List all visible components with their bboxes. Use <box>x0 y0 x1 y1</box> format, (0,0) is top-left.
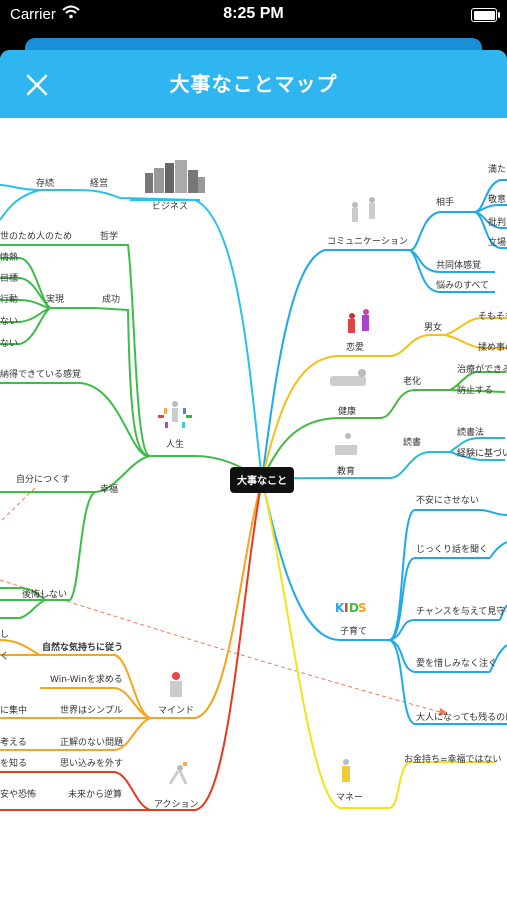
relation-links <box>0 487 441 713</box>
modal-sheet: 大事なことマップ <box>0 50 507 900</box>
arrow-head <box>439 708 448 716</box>
node-seikou[interactable]: 成功 <box>102 293 120 305</box>
node-fuan[interactable]: 安や恐怖 <box>0 788 36 800</box>
node-jitsugen[interactable]: 実現 <box>46 293 64 305</box>
node-keiei[interactable]: 経営 <box>90 177 108 189</box>
node-danjo[interactable]: 男女 <box>424 321 442 333</box>
node-sonzoku[interactable]: 存続 <box>36 177 54 189</box>
building-icon <box>145 160 205 193</box>
kids-logo-icon: K I D S <box>335 601 367 615</box>
node-nai-2[interactable]: ない <box>0 338 18 349</box>
node-koufuku[interactable]: 幸福 <box>100 483 118 495</box>
node-koudou[interactable]: 行動 <box>0 293 18 305</box>
node-labels: ビジネス 存続 経営 世のため人のため 哲学 情熱 目標 行動 ない 実現 成功… <box>0 164 507 810</box>
node-yonotame[interactable]: 世のため人のため <box>0 230 72 242</box>
node-kimegoto[interactable]: 揉め事の <box>478 341 507 353</box>
node-jikkuri[interactable]: じっくり話を聞く <box>416 543 488 555</box>
node-shizen[interactable]: 自然な気持ちに従う <box>42 641 123 653</box>
branch-business <box>0 184 263 481</box>
branch-education <box>261 437 505 481</box>
node-kangaeru[interactable]: 考える <box>0 737 27 748</box>
node-mita[interactable]: 満た <box>488 164 506 175</box>
branch-mind <box>0 479 263 751</box>
node-winwin[interactable]: Win-Winを求める <box>50 673 123 685</box>
action-figure-icon <box>168 762 188 785</box>
node-ku[interactable]: く <box>0 652 9 662</box>
branch-kids <box>261 479 507 725</box>
branch-life <box>0 244 263 619</box>
node-keiken[interactable]: 経験に基づい <box>457 447 507 459</box>
node-tachiba[interactable]: 立場 <box>488 236 506 248</box>
node-seikai[interactable]: 正解のない問題 <box>60 736 123 748</box>
people-icon <box>352 197 375 222</box>
node-kyouiku[interactable]: 教育 <box>337 465 355 477</box>
node-shiru[interactable]: を知る <box>0 757 27 769</box>
branch-health <box>261 371 506 481</box>
carrier-label: Carrier <box>10 6 56 23</box>
node-ai[interactable]: 愛を惜しみなく注ぐ <box>416 657 497 669</box>
node-renai[interactable]: 恋愛 <box>346 341 364 353</box>
center-node-label: 大事なこと <box>237 474 287 487</box>
node-fuanni[interactable]: 不安にさせない <box>416 494 479 506</box>
svg-text:S: S <box>358 601 367 615</box>
life-figure-icon <box>158 401 192 428</box>
node-kyoudou[interactable]: 共同体感覚 <box>436 259 481 271</box>
nav-bar: 大事なことマップ <box>0 50 507 118</box>
node-jibun[interactable]: 自分につくす <box>16 473 70 485</box>
battery-icon <box>471 8 500 22</box>
clock: 8:25 PM <box>223 5 284 22</box>
reading-figure-icon <box>335 433 357 455</box>
svg-text:D: D <box>349 601 359 615</box>
node-koukai[interactable]: 後悔しない <box>22 588 67 600</box>
couple-icon <box>348 309 369 333</box>
money-figure-icon <box>342 759 350 782</box>
node-jinsei[interactable]: 人生 <box>166 438 184 450</box>
node-kosodate[interactable]: 子育て <box>340 625 367 637</box>
branch-action <box>0 479 263 811</box>
close-icon <box>26 74 48 96</box>
node-chance[interactable]: チャンスを与えて見守る <box>416 605 507 617</box>
node-dokusho[interactable]: 読書 <box>403 436 421 448</box>
node-kenkou[interactable]: 健康 <box>338 405 356 417</box>
node-shi[interactable]: し <box>0 629 9 640</box>
node-otona[interactable]: 大人になっても残るのは <box>416 711 507 723</box>
branch-communication <box>261 179 507 481</box>
node-shuchu[interactable]: に集中 <box>0 704 27 716</box>
node-simple[interactable]: 世界はシンプル <box>60 704 123 716</box>
node-nattoku[interactable]: 納得できている感覚 <box>0 368 81 380</box>
node-dokushohou[interactable]: 読書法 <box>457 426 484 438</box>
node-aite[interactable]: 相手 <box>436 196 454 208</box>
branch-money <box>261 479 495 809</box>
center-node[interactable]: 大事なこと <box>230 467 294 493</box>
node-boushi[interactable]: 防止する <box>457 384 493 396</box>
close-button[interactable] <box>22 70 52 100</box>
branch-love <box>261 317 507 481</box>
node-nai-1[interactable]: ない <box>0 316 18 327</box>
node-tetsugaku[interactable]: 哲学 <box>100 230 118 242</box>
svg-text:I: I <box>344 601 348 615</box>
node-okane[interactable]: お金持ち=幸福ではない <box>404 753 502 765</box>
node-business[interactable]: ビジネス <box>152 201 188 212</box>
node-nayami[interactable]: 悩みのすべて <box>436 279 489 291</box>
node-mirai[interactable]: 未来から逆算 <box>68 788 122 800</box>
svg-text:K: K <box>335 601 345 615</box>
node-hihan[interactable]: 批判 <box>488 216 506 228</box>
node-money[interactable]: マネー <box>336 792 363 803</box>
status-bar: Carrier 8:25 PM <box>0 0 507 30</box>
sleeping-figure-icon <box>330 369 366 386</box>
mind-figure-icon <box>170 672 182 697</box>
node-jounetsu[interactable]: 情熱 <box>0 251 18 263</box>
node-communication[interactable]: コミュニケーション <box>327 236 408 247</box>
wifi-icon <box>62 5 80 24</box>
node-kei[interactable]: 敬意 <box>488 193 506 205</box>
mind-map-canvas[interactable]: 大事なこと <box>0 118 507 900</box>
node-omoikomi[interactable]: 思い込みを外す <box>60 757 123 769</box>
node-chiryou[interactable]: 治療ができる <box>457 363 507 375</box>
node-mokuhyou[interactable]: 目標 <box>0 272 18 284</box>
node-somosomo[interactable]: そもそも <box>478 311 507 322</box>
node-rouka[interactable]: 老化 <box>403 375 421 387</box>
node-action[interactable]: アクション <box>154 799 199 810</box>
node-mind[interactable]: マインド <box>158 706 194 716</box>
page-title: 大事なことマップ <box>169 72 338 96</box>
